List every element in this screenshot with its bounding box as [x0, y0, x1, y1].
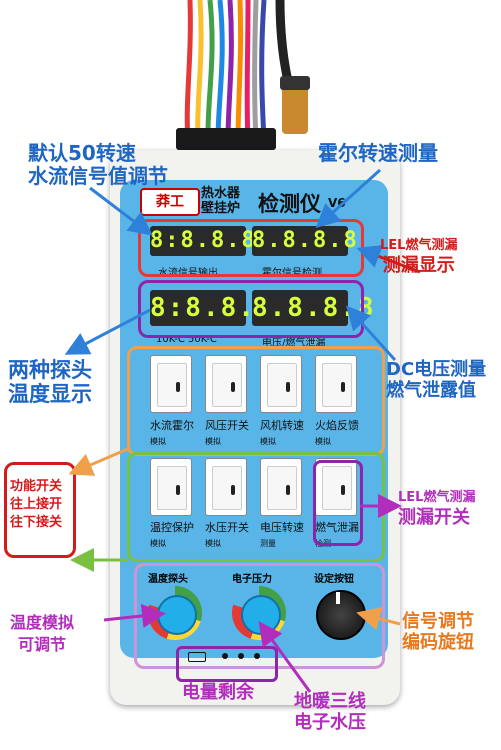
switch-water-hall[interactable]: [150, 355, 192, 413]
switch-temp-protect[interactable]: [150, 458, 192, 516]
switch-gas-leak[interactable]: [315, 458, 357, 516]
callout-line: 可调节: [18, 635, 67, 654]
brand-logo: 莽工: [140, 188, 200, 216]
label-text: 风压开关: [205, 419, 249, 432]
label-text: 风机转速: [260, 419, 304, 432]
callout-line: LEL燃气测漏: [380, 238, 458, 253]
label-tag: 模拟: [315, 437, 331, 446]
callout-line: 测漏显示: [382, 255, 455, 276]
label-text: 水流霍尔: [150, 419, 194, 432]
label-tag: 测量: [260, 539, 276, 548]
switch-water-pressure[interactable]: [205, 458, 247, 516]
battery-led-1: [222, 653, 228, 659]
switch-label-water-hall: 水流霍尔 模拟: [150, 418, 202, 449]
callout-line: 电子水压: [294, 711, 366, 733]
callout-hall-speed: 霍尔转速测量: [318, 141, 438, 165]
subtitle-line-2: 壁挂炉: [201, 201, 241, 216]
callout-line: 测漏开关: [398, 507, 470, 528]
arrow-lel-display: [356, 245, 421, 274]
callout-line: DC电压测量: [386, 359, 487, 380]
label-text: 水压开关: [205, 521, 249, 534]
callout-line: 编码旋钮: [402, 631, 474, 653]
switch-air-pressure[interactable]: [205, 355, 247, 413]
label-text: 燃气泄漏: [315, 521, 359, 534]
callout-dc-voltage: DC电压测量 燃气泄露值: [386, 359, 487, 401]
callout-line: 默认50转速: [28, 141, 136, 165]
callout-encoder: 信号调节 编码旋钮: [402, 611, 474, 653]
encoder-knob-indicator: [336, 592, 340, 604]
callout-floor-heat: 地暖三线 电子水压: [294, 691, 366, 733]
arrow-dc-voltage: [345, 305, 397, 362]
label-tag: 模拟: [205, 539, 221, 548]
callout-line: 地暖三线: [294, 691, 366, 712]
battery-led-2: [238, 653, 244, 659]
arrow-floor-heat: [258, 621, 312, 693]
switch-label-flame-feedback: 火焰反馈 模拟: [315, 418, 367, 449]
arrow-encoder: [356, 606, 401, 631]
subtitle-line-1: 热水器: [201, 186, 241, 201]
panel-title: 检测仪: [258, 192, 321, 216]
switch-flame-feedback[interactable]: [315, 355, 357, 413]
panel-subtitle: 热水器 壁挂炉: [201, 186, 240, 216]
callout-line: 燃气泄露值: [386, 379, 476, 401]
label-tag: 模拟: [150, 437, 166, 446]
callout-two-probe: 两种探头 温度显示: [8, 358, 92, 406]
display-label-temperature: 10K-C 50K-C: [156, 334, 217, 345]
knob-label-pressure: 电子压力: [232, 574, 272, 585]
callout-lel-switch: LEL燃气测漏 测漏开关: [398, 488, 475, 528]
arrow-two-probe: [64, 308, 151, 355]
display-label-water-flow: 水流信号输出: [158, 268, 218, 279]
battery-icon: [188, 652, 206, 662]
callout-lel-display: LEL燃气测漏 测漏显示: [380, 236, 457, 276]
callout-line: 两种探头: [8, 358, 92, 382]
frame-gas-leak-switch: [313, 460, 363, 546]
switch-label-fan-speed: 风机转速 模拟: [260, 418, 312, 449]
display-water-flow: 8:8.8.8: [150, 226, 255, 256]
knob-label-temp-probe: 温度探头: [148, 574, 188, 585]
display-label-voltage-gas: 电压/燃气泄漏: [262, 338, 326, 349]
label-text: 温控保护: [150, 521, 194, 534]
cable-bundle: [176, 0, 310, 150]
label-text: 电压转速: [260, 521, 304, 534]
knob-label-setting: 设定按钮: [314, 574, 354, 585]
display-hall: 8.8.8.8: [252, 226, 357, 256]
arrow-function-switch-up: [68, 446, 131, 476]
switch-label-air-pressure: 风压开关 模拟: [205, 418, 257, 449]
callout-temp-sim: 温度模拟 可调节: [10, 612, 74, 656]
callout-line: 信号调节: [402, 611, 474, 632]
label-tag: 模拟: [260, 437, 276, 446]
switch-fan-speed[interactable]: [260, 355, 302, 413]
front-panel: [120, 180, 388, 658]
switch-label-water-pressure: 水压开关 模拟: [205, 520, 257, 551]
switch-label-temp-protect: 温控保护 模拟: [150, 520, 202, 551]
battery-led-3: [254, 653, 260, 659]
switch-voltage-speed[interactable]: [260, 458, 302, 516]
callout-default-50: 默认50转速 水流信号值调节: [28, 142, 168, 188]
callout-battery: 电量剩余: [182, 682, 254, 703]
callout-line: 水流信号值调节: [28, 164, 168, 188]
callout-line: 往上接开: [10, 497, 63, 512]
callout-line: 温度模拟: [10, 613, 75, 632]
callout-line: 往下接关: [10, 515, 63, 530]
frame-battery: [176, 646, 278, 682]
callout-line: LEL燃气测漏: [398, 490, 476, 505]
callout-line: 温度显示: [8, 382, 92, 407]
arrow-hall-speed: [315, 168, 382, 229]
callout-line: 功能开关: [10, 479, 63, 494]
label-text: 火焰反馈: [315, 419, 359, 432]
label-tag: 模拟: [205, 437, 221, 446]
label-tag: 模拟: [150, 539, 166, 548]
arrow-default-50: [89, 186, 153, 236]
display-label-hall: 霍尔信号检测: [262, 268, 322, 279]
switch-label-voltage-speed: 电压转速 测量: [260, 520, 312, 551]
arrow-temp-sim: [103, 603, 166, 628]
frame-function-switch: [4, 462, 76, 558]
callout-function-switch: 功能开关 往上接开 往下接关: [10, 478, 62, 532]
